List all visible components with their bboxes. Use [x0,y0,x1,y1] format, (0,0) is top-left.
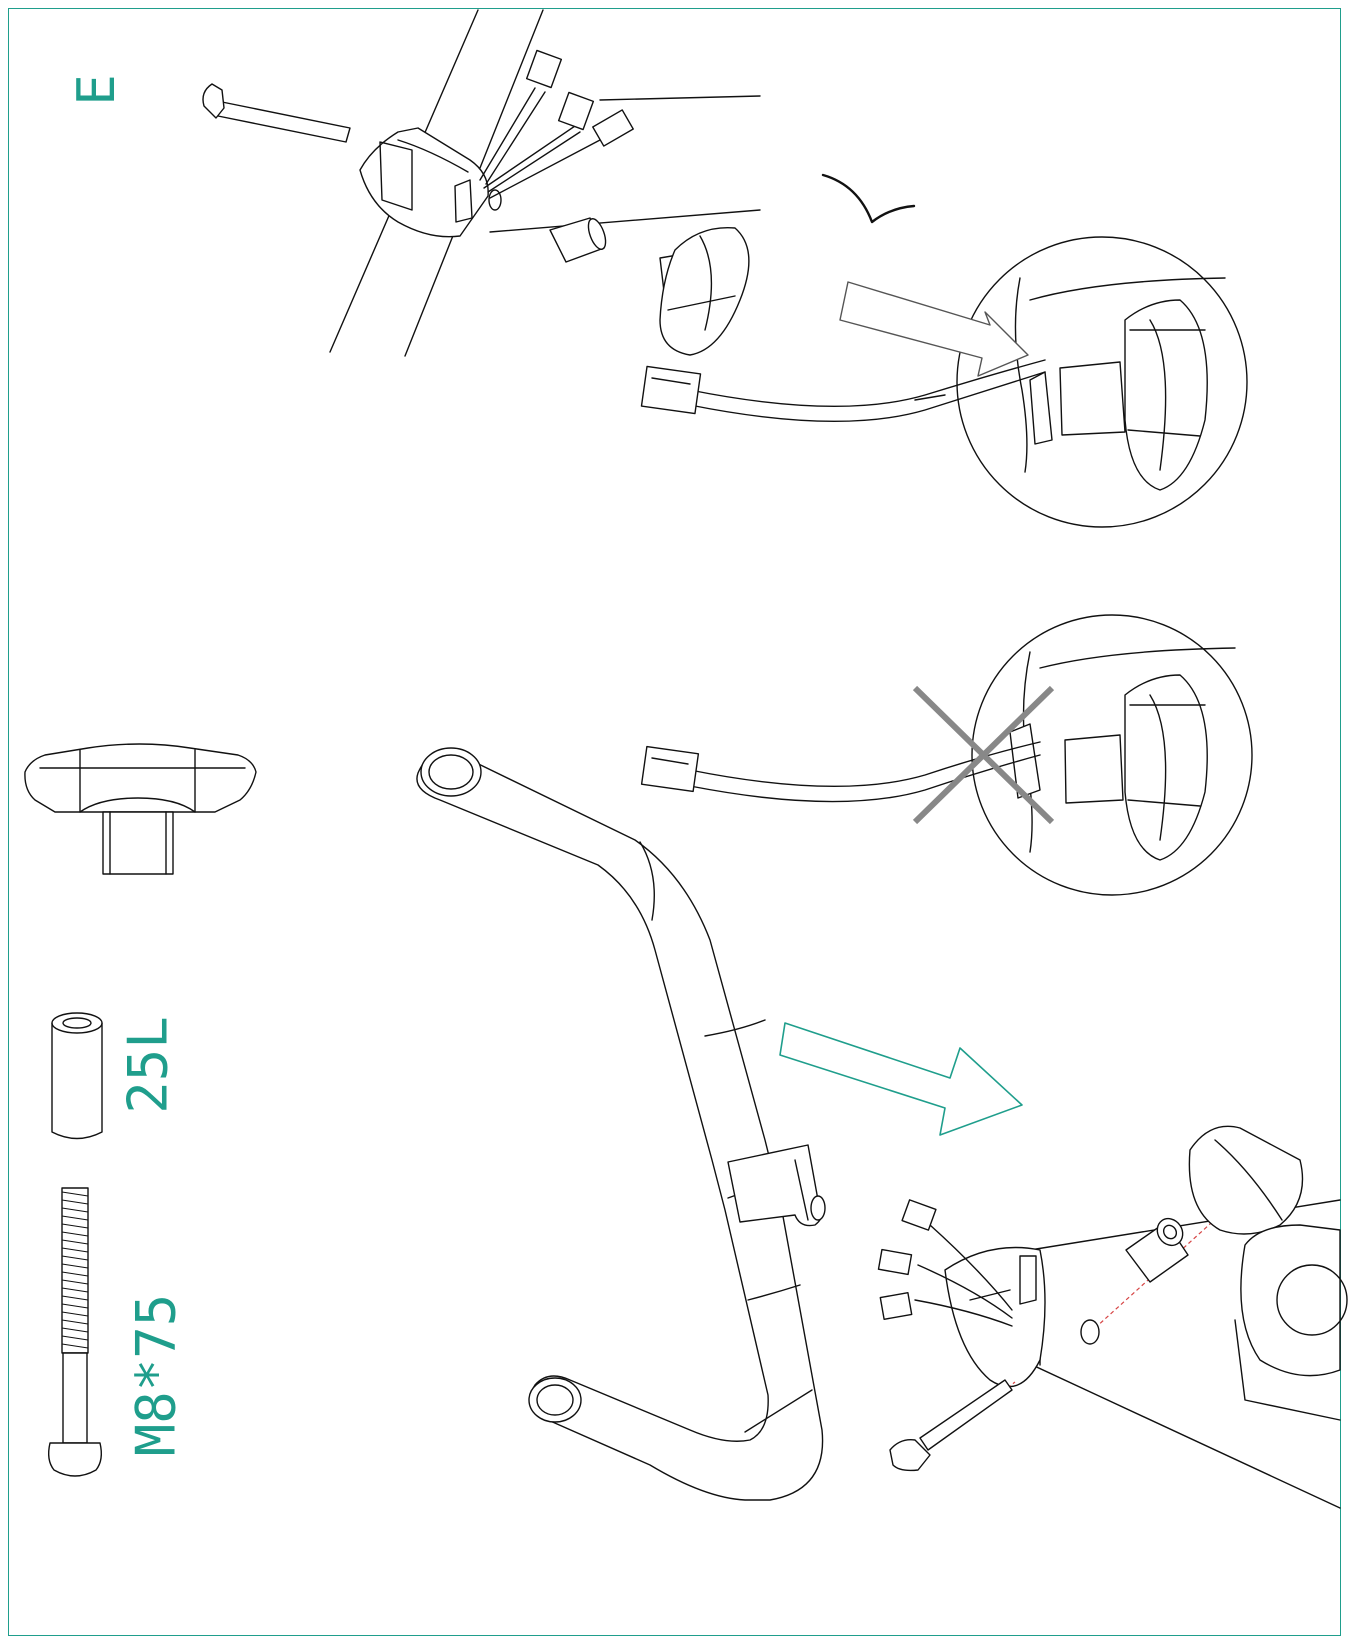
step-letter: E [67,74,127,105]
incorrect-detail-callout [640,614,1253,896]
bolt-label: M8*75 [125,1294,188,1457]
spacer-part-illustration [51,1012,103,1140]
arrow-icon [779,1022,1023,1136]
cross-mark-icon [912,685,1055,825]
bolt-part-illustration [47,1187,103,1477]
handlebar-illustration [416,747,826,1501]
bottom-exploded-view [877,1125,1348,1509]
knob-part-illustration [24,743,257,875]
check-mark-icon [821,173,916,224]
exploded-assembly-view [202,9,916,357]
spacer-label: 25L [117,1016,180,1114]
step-letter-text: E [67,74,127,105]
bolt-size-text: M8*75 [125,1294,188,1457]
spacer-size-text: 25L [117,1016,180,1114]
correct-detail-callout [640,236,1248,528]
insert-direction-arrow [839,281,1029,377]
page-border [8,8,1341,1636]
